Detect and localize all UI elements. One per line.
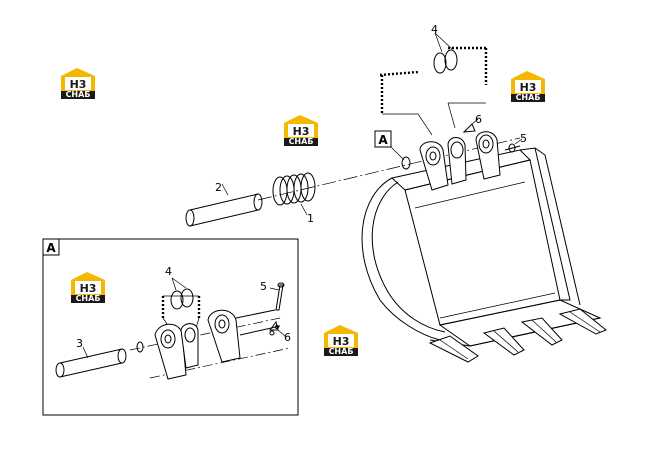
svg-text:СНАБ: СНАБ: [516, 93, 541, 102]
watermark-logo-1: H3 СНАБ: [61, 68, 95, 99]
svg-text:СНАБ: СНАБ: [329, 347, 354, 356]
detail-letter-box: [42, 238, 60, 256]
seal-ring-right: [444, 49, 458, 71]
lock-6: [462, 118, 479, 133]
svg-text:H3: H3: [80, 282, 97, 295]
watermark-logo-3: H3 СНАБ: [511, 71, 545, 102]
bucket-lugs: [401, 131, 501, 191]
label-1: 1: [307, 212, 314, 225]
spring-1: [272, 172, 316, 216]
watermark-logo-2: H3 СНАБ: [284, 115, 318, 146]
watermark-logo-5: H3 СНАБ: [324, 325, 358, 356]
svg-text:СНАБ: СНАБ: [76, 294, 101, 303]
svg-text:СНАБ: СНАБ: [289, 137, 314, 146]
svg-text:СНАБ: СНАБ: [66, 90, 91, 99]
svg-text:H3: H3: [333, 335, 350, 348]
callout-a: A: [374, 130, 405, 161]
bolt-5: [504, 138, 523, 153]
detail-label-5: 5: [260, 280, 267, 293]
detail-lock-6: [269, 320, 286, 337]
detail-label-6: 6: [284, 331, 291, 344]
pin-2: [185, 183, 263, 227]
detail-frame: [42, 238, 299, 416]
label-5: 5: [520, 132, 527, 145]
svg-text:H3: H3: [520, 81, 537, 94]
svg-text:H3: H3: [70, 78, 87, 91]
label-4: 4: [431, 23, 438, 36]
label-2: 2: [215, 181, 222, 194]
seal-ring-left: [433, 52, 447, 74]
main-assembly-view: A 1 2 4 5 6: [185, 23, 607, 363]
svg-text:H3: H3: [293, 125, 310, 138]
callout-a-letter: A: [378, 133, 388, 147]
detail-view-a: A: [42, 238, 299, 416]
seal-dashed-frame: [379, 46, 488, 114]
label-6: 6: [475, 113, 482, 126]
pin-axis-line: [257, 137, 521, 201]
detail-frame-letter: A: [46, 241, 56, 255]
detail-label-4: 4: [165, 265, 172, 278]
detail-label-3: 3: [76, 337, 83, 350]
detail-bolt-5: [269, 282, 285, 311]
bucket-teeth: [428, 308, 607, 363]
detail-pin-3: [55, 346, 127, 378]
watermark-logo-4: H3 СНАБ: [71, 272, 105, 303]
